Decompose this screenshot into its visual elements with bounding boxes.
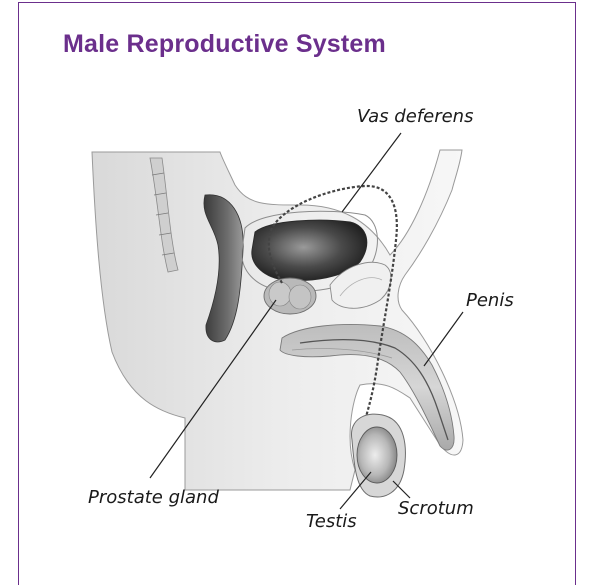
body-silhouette xyxy=(92,150,463,490)
label-testis: Testis xyxy=(306,511,357,532)
label-scrotum: Scrotum xyxy=(398,498,474,519)
testis xyxy=(357,427,397,483)
label-penis: Penis xyxy=(466,290,514,311)
leader-penis xyxy=(424,312,463,366)
label-vas-deferens: Vas deferens xyxy=(357,106,473,127)
prostate-gland xyxy=(264,278,316,314)
label-prostate-gland: Prostate gland xyxy=(88,487,219,508)
